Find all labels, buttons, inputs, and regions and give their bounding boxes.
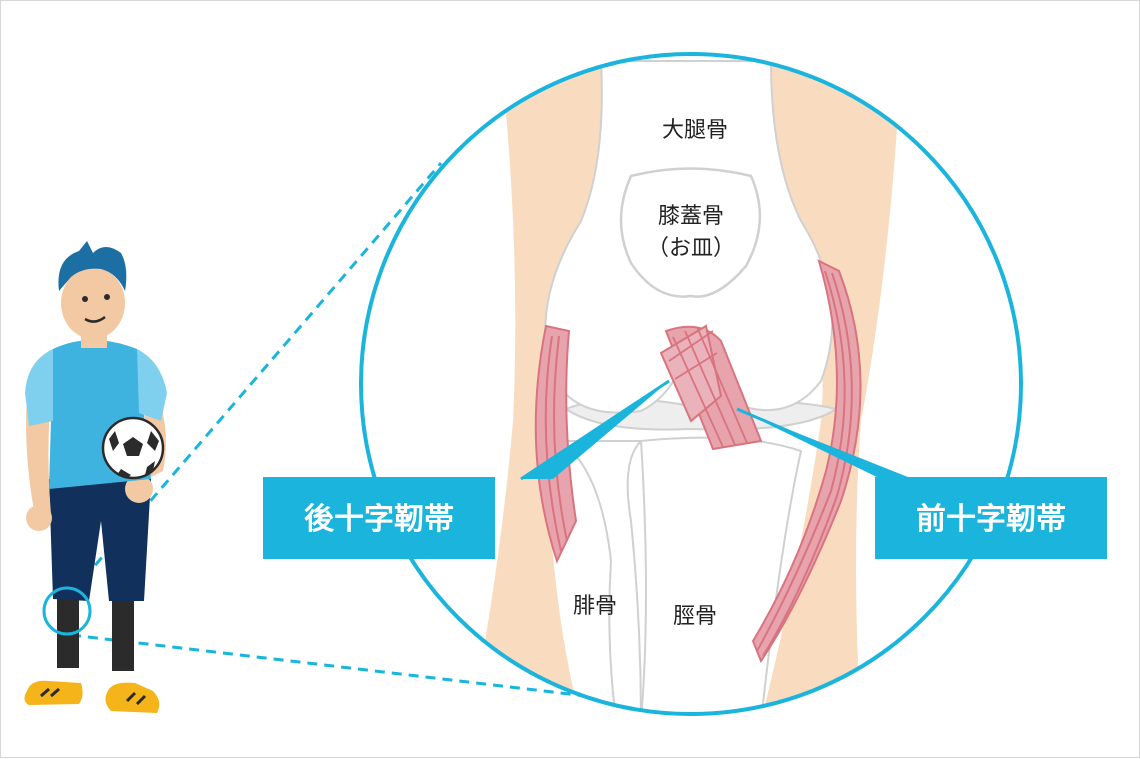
lateral-collateral-ligament <box>751 259 862 664</box>
acl-callout-box <box>875 477 1107 559</box>
zoom-circle <box>359 52 1023 716</box>
knee-magnifier-circle <box>42 586 92 636</box>
medial-collateral-ligament <box>534 324 578 564</box>
fibula-label: 腓骨 <box>573 594 617 619</box>
pcl-label: 後十字靭帯 <box>304 502 454 537</box>
acl-label: 前十字靭帯 <box>916 502 1066 537</box>
cruciate-ligaments <box>659 324 763 451</box>
soccer-player-figure <box>24 241 167 713</box>
right-sleeve <box>137 349 167 421</box>
femur-label: 大腿骨 <box>662 118 728 143</box>
patella-note-label: （お皿） <box>647 236 735 261</box>
patella-bone <box>619 167 762 298</box>
knee-zoom-content <box>361 54 1021 714</box>
hair <box>58 241 127 291</box>
right-shoe <box>105 682 160 713</box>
pcl-callout-box <box>263 477 495 559</box>
tibia-label: 脛骨 <box>673 604 717 629</box>
shorts <box>49 479 151 601</box>
head <box>61 267 125 339</box>
left-sleeve <box>25 349 53 426</box>
fibula-bone <box>558 440 644 714</box>
patella-label: 膝蓋骨 <box>658 204 724 229</box>
soccer-ball-icon <box>101 416 165 480</box>
